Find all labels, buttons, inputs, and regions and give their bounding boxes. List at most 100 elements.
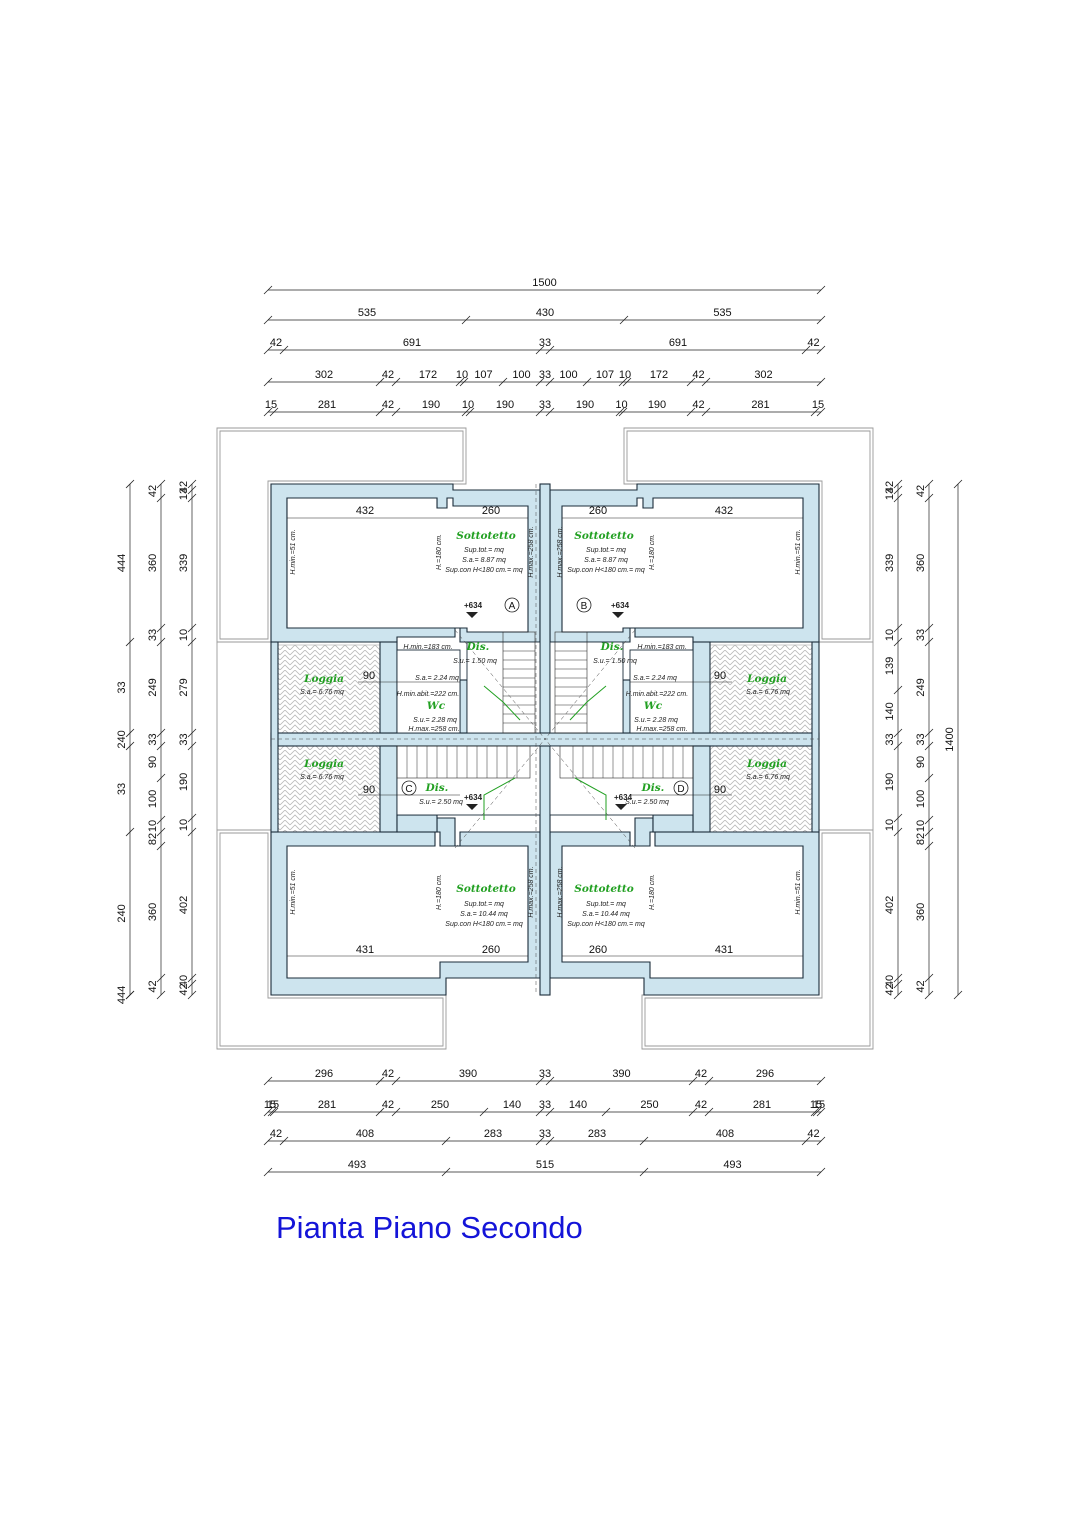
height-note: H.max.=258 cm. xyxy=(528,866,535,917)
dimension-chains-right: 4213339101391403319010402404242360332493… xyxy=(884,479,963,1000)
dimension-label: 15 xyxy=(810,1099,822,1111)
room-name: Dis. xyxy=(641,782,665,794)
unit-label: A xyxy=(509,601,516,612)
dimension-label: 535 xyxy=(358,307,376,319)
dimension-label: 15 xyxy=(264,1099,276,1111)
dimension-label: 33 xyxy=(539,1099,551,1111)
room-note: H.min.abit.=222 cm. xyxy=(397,691,459,698)
dimension-label: 33 xyxy=(147,629,159,641)
dimension-label: 33 xyxy=(915,629,927,641)
dimension-label: 10 xyxy=(462,399,474,411)
height-note: H.min.=51 cm. xyxy=(795,869,802,914)
dimension-label: 100 xyxy=(147,790,159,808)
room-note: S.a.= 2.24 mq xyxy=(415,675,459,682)
inner-dim: 432 xyxy=(715,505,733,517)
room-name: Wc xyxy=(427,700,446,712)
dimension-label: 515 xyxy=(536,1159,554,1171)
dimension-label: 10 xyxy=(456,369,468,381)
height-note: H.=180 cm. xyxy=(649,534,656,570)
dimension-label: 430 xyxy=(536,307,554,319)
room-floors xyxy=(396,641,694,816)
room-note: Sup.con H<180 cm.= mq xyxy=(445,567,523,574)
dimension-label: 15 xyxy=(812,399,824,411)
dimension-label: 240 xyxy=(116,904,128,922)
dimension-label: 42 xyxy=(382,369,394,381)
inner-dim: 260 xyxy=(589,505,607,517)
dimension-label: 190 xyxy=(422,399,440,411)
diagonal-lines xyxy=(271,484,819,995)
dimension-label: 15 xyxy=(265,399,277,411)
dimension-label: 90 xyxy=(915,756,927,768)
unit-label: C xyxy=(405,784,412,795)
unit-marker-labels: A B C D xyxy=(405,601,684,795)
room-name: Dis. xyxy=(425,782,449,794)
room-note: S.a.= 10.44 mq xyxy=(582,911,630,918)
dimension-label: 33 xyxy=(116,681,128,693)
dimension-label: 493 xyxy=(723,1159,741,1171)
room-note: H.min.abit.=222 cm. xyxy=(626,691,688,698)
dimension-label: 408 xyxy=(716,1128,734,1140)
dimension-label: 42 xyxy=(692,399,704,411)
dimension-label: 172 xyxy=(419,369,437,381)
level-label: +634 xyxy=(464,793,483,802)
dimension-label: 190 xyxy=(178,773,190,791)
inner-dim: 431 xyxy=(715,944,733,956)
dimension-label: 10 xyxy=(915,820,927,832)
room-note: H.max.=258 cm. xyxy=(636,726,687,733)
dimension-label: 33 xyxy=(147,733,159,745)
dimension-label: 42 xyxy=(382,399,394,411)
room-name: Sottotetto xyxy=(456,530,516,542)
dimension-label: 390 xyxy=(459,1068,477,1080)
dimension-label: 42 xyxy=(270,337,282,349)
dimension-label: 42 xyxy=(692,369,704,381)
room-note: Sup.con H<180 cm.= mq xyxy=(567,567,645,574)
height-note: H.min.=51 cm. xyxy=(290,529,297,574)
dimension-label: 10 xyxy=(884,629,896,641)
dimension-label: 535 xyxy=(713,307,731,319)
dimension-label: 302 xyxy=(754,369,772,381)
room-name: Dis. xyxy=(600,641,624,653)
room-name: Loggia xyxy=(746,758,787,770)
dimension-label: 10 xyxy=(178,819,190,831)
dimension-label: 40 xyxy=(178,975,190,987)
dimension-label: 42 xyxy=(884,983,896,995)
dimension-label: 42 xyxy=(695,1099,707,1111)
dimension-label: 82 xyxy=(915,833,927,845)
dimension-label: 33 xyxy=(539,369,551,381)
dimension-label: 10 xyxy=(178,629,190,641)
dimension-label: 10 xyxy=(884,819,896,831)
dimension-chains-left: 4443324033240444423603324933901001082360… xyxy=(116,479,197,1004)
dimension-label: 281 xyxy=(318,1099,336,1111)
height-note: H.=180 cm. xyxy=(436,534,443,570)
level-label: +634 xyxy=(614,793,633,802)
inner-dim: 260 xyxy=(589,944,607,956)
dimension-label: 402 xyxy=(884,896,896,914)
dimension-label: 140 xyxy=(569,1099,587,1111)
dimension-label: 302 xyxy=(315,369,333,381)
dimension-label: 42 xyxy=(884,481,896,493)
dimension-label: 33 xyxy=(539,1068,551,1080)
room-note: Sup.tot.= mq xyxy=(586,901,626,908)
height-note: H.max.=258 cm. xyxy=(557,866,564,917)
dimension-label: 107 xyxy=(596,369,614,381)
dimension-label: 172 xyxy=(650,369,668,381)
dimension-label: 240 xyxy=(116,730,128,748)
dimension-label: 33 xyxy=(915,733,927,745)
room-name: Loggia xyxy=(303,758,344,770)
dimension-label: 190 xyxy=(496,399,514,411)
dimension-label: 1400 xyxy=(944,727,956,751)
room-note: S.a.= 6.76 mq xyxy=(300,774,344,781)
dimension-label: 691 xyxy=(669,337,687,349)
room-name: Loggia xyxy=(303,673,344,685)
room-note: S.u.= 1.50 mq xyxy=(593,658,637,665)
room-labels: Sottotetto Sup.tot.= mq S.a.= 8.87 mq Su… xyxy=(300,530,790,928)
room-note: Sup.con H<180 cm.= mq xyxy=(567,921,645,928)
dimension-label: 100 xyxy=(915,790,927,808)
walls xyxy=(270,483,820,996)
stairs xyxy=(396,631,694,779)
room-note: S.u.= 2.50 mq xyxy=(419,799,463,806)
inner-dim: 90 xyxy=(714,784,726,796)
inner-dim: 260 xyxy=(482,944,500,956)
dimension-label: 10 xyxy=(147,820,159,832)
